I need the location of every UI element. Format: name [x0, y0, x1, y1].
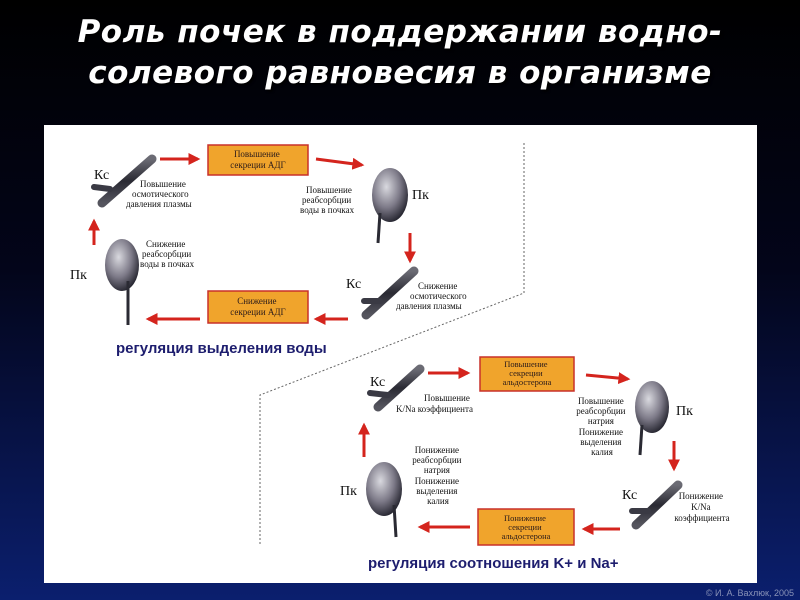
water-pk-left-text: Снижение реабсорбции воды в почках	[140, 239, 195, 269]
salt-kc-bottom: Кс Понижение K/Na коэффициента	[622, 480, 730, 530]
salt-kc-bottom-text: Понижение K/Na коэффициента	[674, 491, 729, 523]
water-kc-bottom-label: Кс	[346, 277, 361, 292]
kidney-icon	[366, 462, 402, 516]
water-kc-bottom: Кс Снижение осмотического давления плазм…	[346, 266, 469, 320]
water-kc-top-label: Кс	[94, 168, 109, 183]
water-box-decrease-text: Снижение секреции АДГ	[230, 296, 286, 317]
salt-pk-right-label: Пк	[676, 404, 693, 419]
arrow-right-icon	[315, 157, 365, 170]
water-kc-top-text: Повышение осмотического давления плазмы	[126, 179, 192, 209]
water-pk-left-label: Пк	[70, 268, 87, 283]
salt-box-increase: Повышение секреции альдостерона	[479, 356, 575, 392]
ureter-icon	[638, 424, 644, 456]
salt-pk-right-text: Повышение реабсорбции натрия Понижение в…	[576, 396, 627, 457]
water-box-increase: Повышение секреции АДГ	[207, 144, 309, 176]
separator-lines	[259, 143, 525, 545]
watermark: © И. А. Вахлюк, 2005	[705, 588, 794, 598]
diagram-panel: Кс Повышение осмотического давления плаз…	[44, 125, 757, 583]
water-pk-right: Пк Повышение реабсорбции воды в почках	[300, 168, 429, 244]
salt-box-decrease: Понижение секреции альдостерона	[477, 508, 575, 546]
title-line-1: Роль почек в поддержании водно-	[77, 14, 723, 50]
salt-pk-left-text: Понижение реабсорбции натрия Понижение в…	[412, 445, 463, 506]
kidney-icon	[372, 168, 408, 222]
ureter-icon	[392, 504, 398, 538]
salt-box-increase-text: Повышение секреции альдостерона	[503, 359, 552, 387]
water-box-increase-text: Повышение секреции АДГ	[230, 149, 286, 170]
water-pk-left: Пк Снижение реабсорбции воды в почках	[70, 239, 195, 325]
salt-pk-left: Пк Понижение реабсорбции натрия Понижени…	[340, 445, 463, 538]
salt-kc-top: Кс Повышение K/Na коэффициента	[367, 364, 473, 414]
slide-title: Роль почек в поддержании водно- солевого…	[0, 12, 800, 94]
vessel-branch-icon	[91, 184, 113, 192]
kidney-icon	[635, 381, 669, 433]
water-regulation-caption: регуляция выделения воды	[116, 340, 327, 357]
salt-pk-left-label: Пк	[340, 484, 357, 499]
water-kc-bottom-text: Снижение осмотического давления плазмы	[396, 281, 469, 311]
water-pk-right-text: Повышение реабсорбции воды в почках	[300, 185, 355, 215]
vessel-icon	[631, 480, 683, 530]
vessel-icon	[361, 266, 419, 320]
salt-regulation-caption: регуляция соотношения K+ и Na+	[368, 555, 619, 572]
water-pk-right-label: Пк	[412, 188, 429, 203]
regulation-diagram: Кс Повышение осмотического давления плаз…	[70, 143, 730, 546]
ureter-icon	[376, 212, 382, 244]
vessel-icon	[373, 364, 425, 412]
kidney-icon	[105, 239, 139, 291]
salt-kc-top-text: Повышение K/Na коэффициента	[396, 393, 473, 414]
title-line-2: солевого равновесия в организме	[88, 55, 712, 91]
vessel-branch-icon	[367, 390, 391, 398]
arrow-right-icon	[585, 372, 631, 385]
water-kc-top: Кс Повышение осмотического давления плаз…	[91, 154, 192, 209]
salt-kc-bottom-label: Кс	[622, 488, 637, 503]
salt-kc-top-label: Кс	[370, 375, 385, 390]
vessel-icon	[97, 154, 157, 208]
salt-box-decrease-text: Понижение секреции альдостерона	[502, 513, 551, 541]
salt-pk-right: Пк Повышение реабсорбции натрия Понижени…	[576, 381, 693, 457]
water-box-decrease: Снижение секреции АДГ	[207, 290, 309, 324]
